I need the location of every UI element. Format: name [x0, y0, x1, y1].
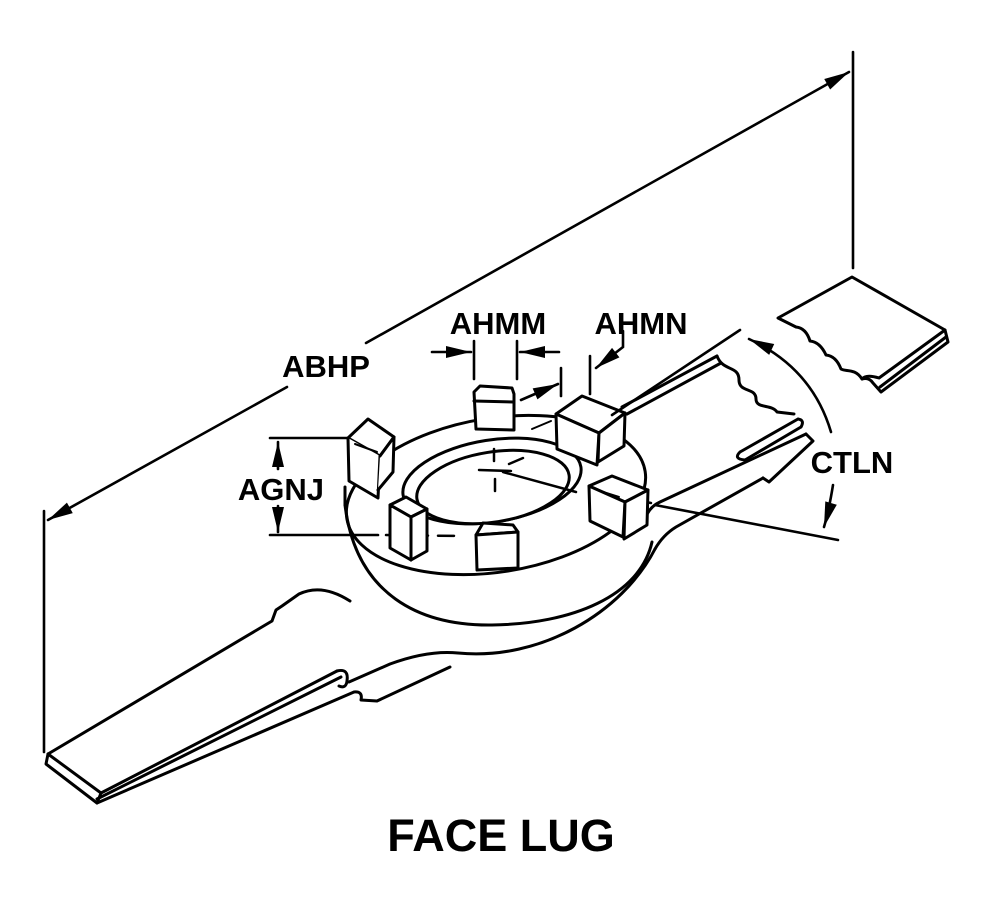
lug-upper-right: [531, 394, 627, 467]
lug-upper-left: [346, 417, 396, 500]
right-handle-bottom-edge: [653, 476, 765, 551]
bar-chamfer-line: [95, 675, 343, 801]
ring-lugs: [346, 384, 650, 572]
lug-top: [472, 384, 516, 432]
face-lug-part: [44, 275, 950, 805]
bar-near-edge: [99, 669, 339, 795]
dim-ahmn: [519, 329, 625, 402]
broken-end-plate: [776, 275, 950, 394]
ctln-extension-line-top: [610, 328, 742, 417]
lug-left-inner: [388, 495, 429, 562]
ctln-arc-lower: [822, 483, 837, 529]
ahmn-leader-arrow: [594, 329, 625, 370]
label-ahmn: AHMN: [595, 306, 688, 341]
abhp-dimension-line-upper: [364, 70, 851, 345]
label-ctln: CTLN: [811, 445, 894, 480]
bar-end-face: [44, 752, 103, 805]
bar-chamfer-end-cap: [335, 669, 349, 689]
plate-thickness-line: [878, 335, 948, 389]
right-handle-rib: [735, 417, 804, 462]
right-handle-broken: [620, 354, 815, 551]
center-radial-line: [501, 470, 578, 494]
ctln-extension-line-bottom: [653, 503, 840, 542]
center-mark-horizontal: [477, 468, 513, 473]
ahmn-arrow-left: [519, 382, 560, 402]
figure-caption: FACE LUG: [387, 810, 615, 861]
label-abhp: ABHP: [282, 349, 370, 384]
label-agnj: AGNJ: [238, 472, 324, 507]
dim-agnj: [268, 436, 380, 537]
bar-far-edge: [46, 588, 352, 756]
left-handle-bar: [44, 547, 657, 805]
diagonal-centerline-dash: [507, 456, 525, 466]
bore-inner-edge: [415, 448, 571, 526]
abhp-dimension-line-lower: [46, 385, 289, 522]
label-ahmm: AHMM: [450, 306, 546, 341]
right-handle-break-end-face: [761, 432, 815, 484]
right-handle-near-edge: [642, 432, 808, 525]
lug-right: [587, 474, 650, 541]
dim-ctln: [610, 328, 840, 542]
ctln-arc-upper: [747, 337, 833, 434]
dim-abhp: [42, 50, 855, 754]
labels: ABHP AHMM AHMN AGNJ CTLN FACE LUG: [238, 306, 893, 861]
dim-ahmm: [430, 339, 561, 381]
ring-base-bottom-arc: [343, 503, 654, 627]
bar-to-boss-fillet-edge: [347, 547, 657, 684]
right-handle-break-line: [715, 354, 796, 416]
lug-front: [474, 521, 520, 572]
right-handle-chamfer-line: [625, 361, 723, 416]
dimensions: [42, 50, 855, 754]
plate-thickness-edge: [860, 328, 950, 394]
bar-bottom-edge: [95, 665, 452, 805]
